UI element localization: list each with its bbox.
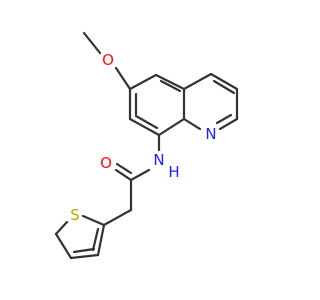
bond (54, 220, 69, 236)
bonds (54, 31, 239, 260)
thiophene-sulfur-label: S (70, 206, 80, 224)
carbonyl-oxygen-label: O (100, 154, 112, 172)
bond (114, 66, 132, 91)
bond (129, 168, 151, 182)
bond (96, 223, 106, 257)
bond (209, 72, 239, 91)
bond (154, 73, 186, 91)
bond (72, 247, 96, 254)
bond (128, 117, 161, 137)
bond (182, 72, 213, 91)
bond (82, 31, 102, 55)
bond (81, 214, 106, 227)
methoxy-oxygen-label: O (102, 51, 114, 69)
bond (134, 114, 159, 130)
amide-hydrogen-label: H (168, 163, 179, 181)
bond (54, 232, 73, 260)
structure-diagram: O N N H O S (54, 31, 239, 260)
bond (102, 208, 133, 227)
quinoline-nitrogen-label: N (205, 125, 216, 143)
bond (91, 227, 100, 252)
bond (215, 113, 233, 125)
amide-nitrogen-label: N (153, 151, 164, 169)
bond (159, 79, 182, 93)
bond (115, 162, 133, 175)
bond (69, 253, 100, 260)
bond (182, 117, 202, 131)
atom-labels: O N N H O S (70, 51, 216, 224)
bond (114, 168, 133, 182)
bond (128, 73, 158, 91)
bond (157, 117, 186, 137)
bond (212, 79, 236, 95)
bond (218, 117, 239, 131)
molecule-canvas: O N N H O S (54, 31, 239, 260)
